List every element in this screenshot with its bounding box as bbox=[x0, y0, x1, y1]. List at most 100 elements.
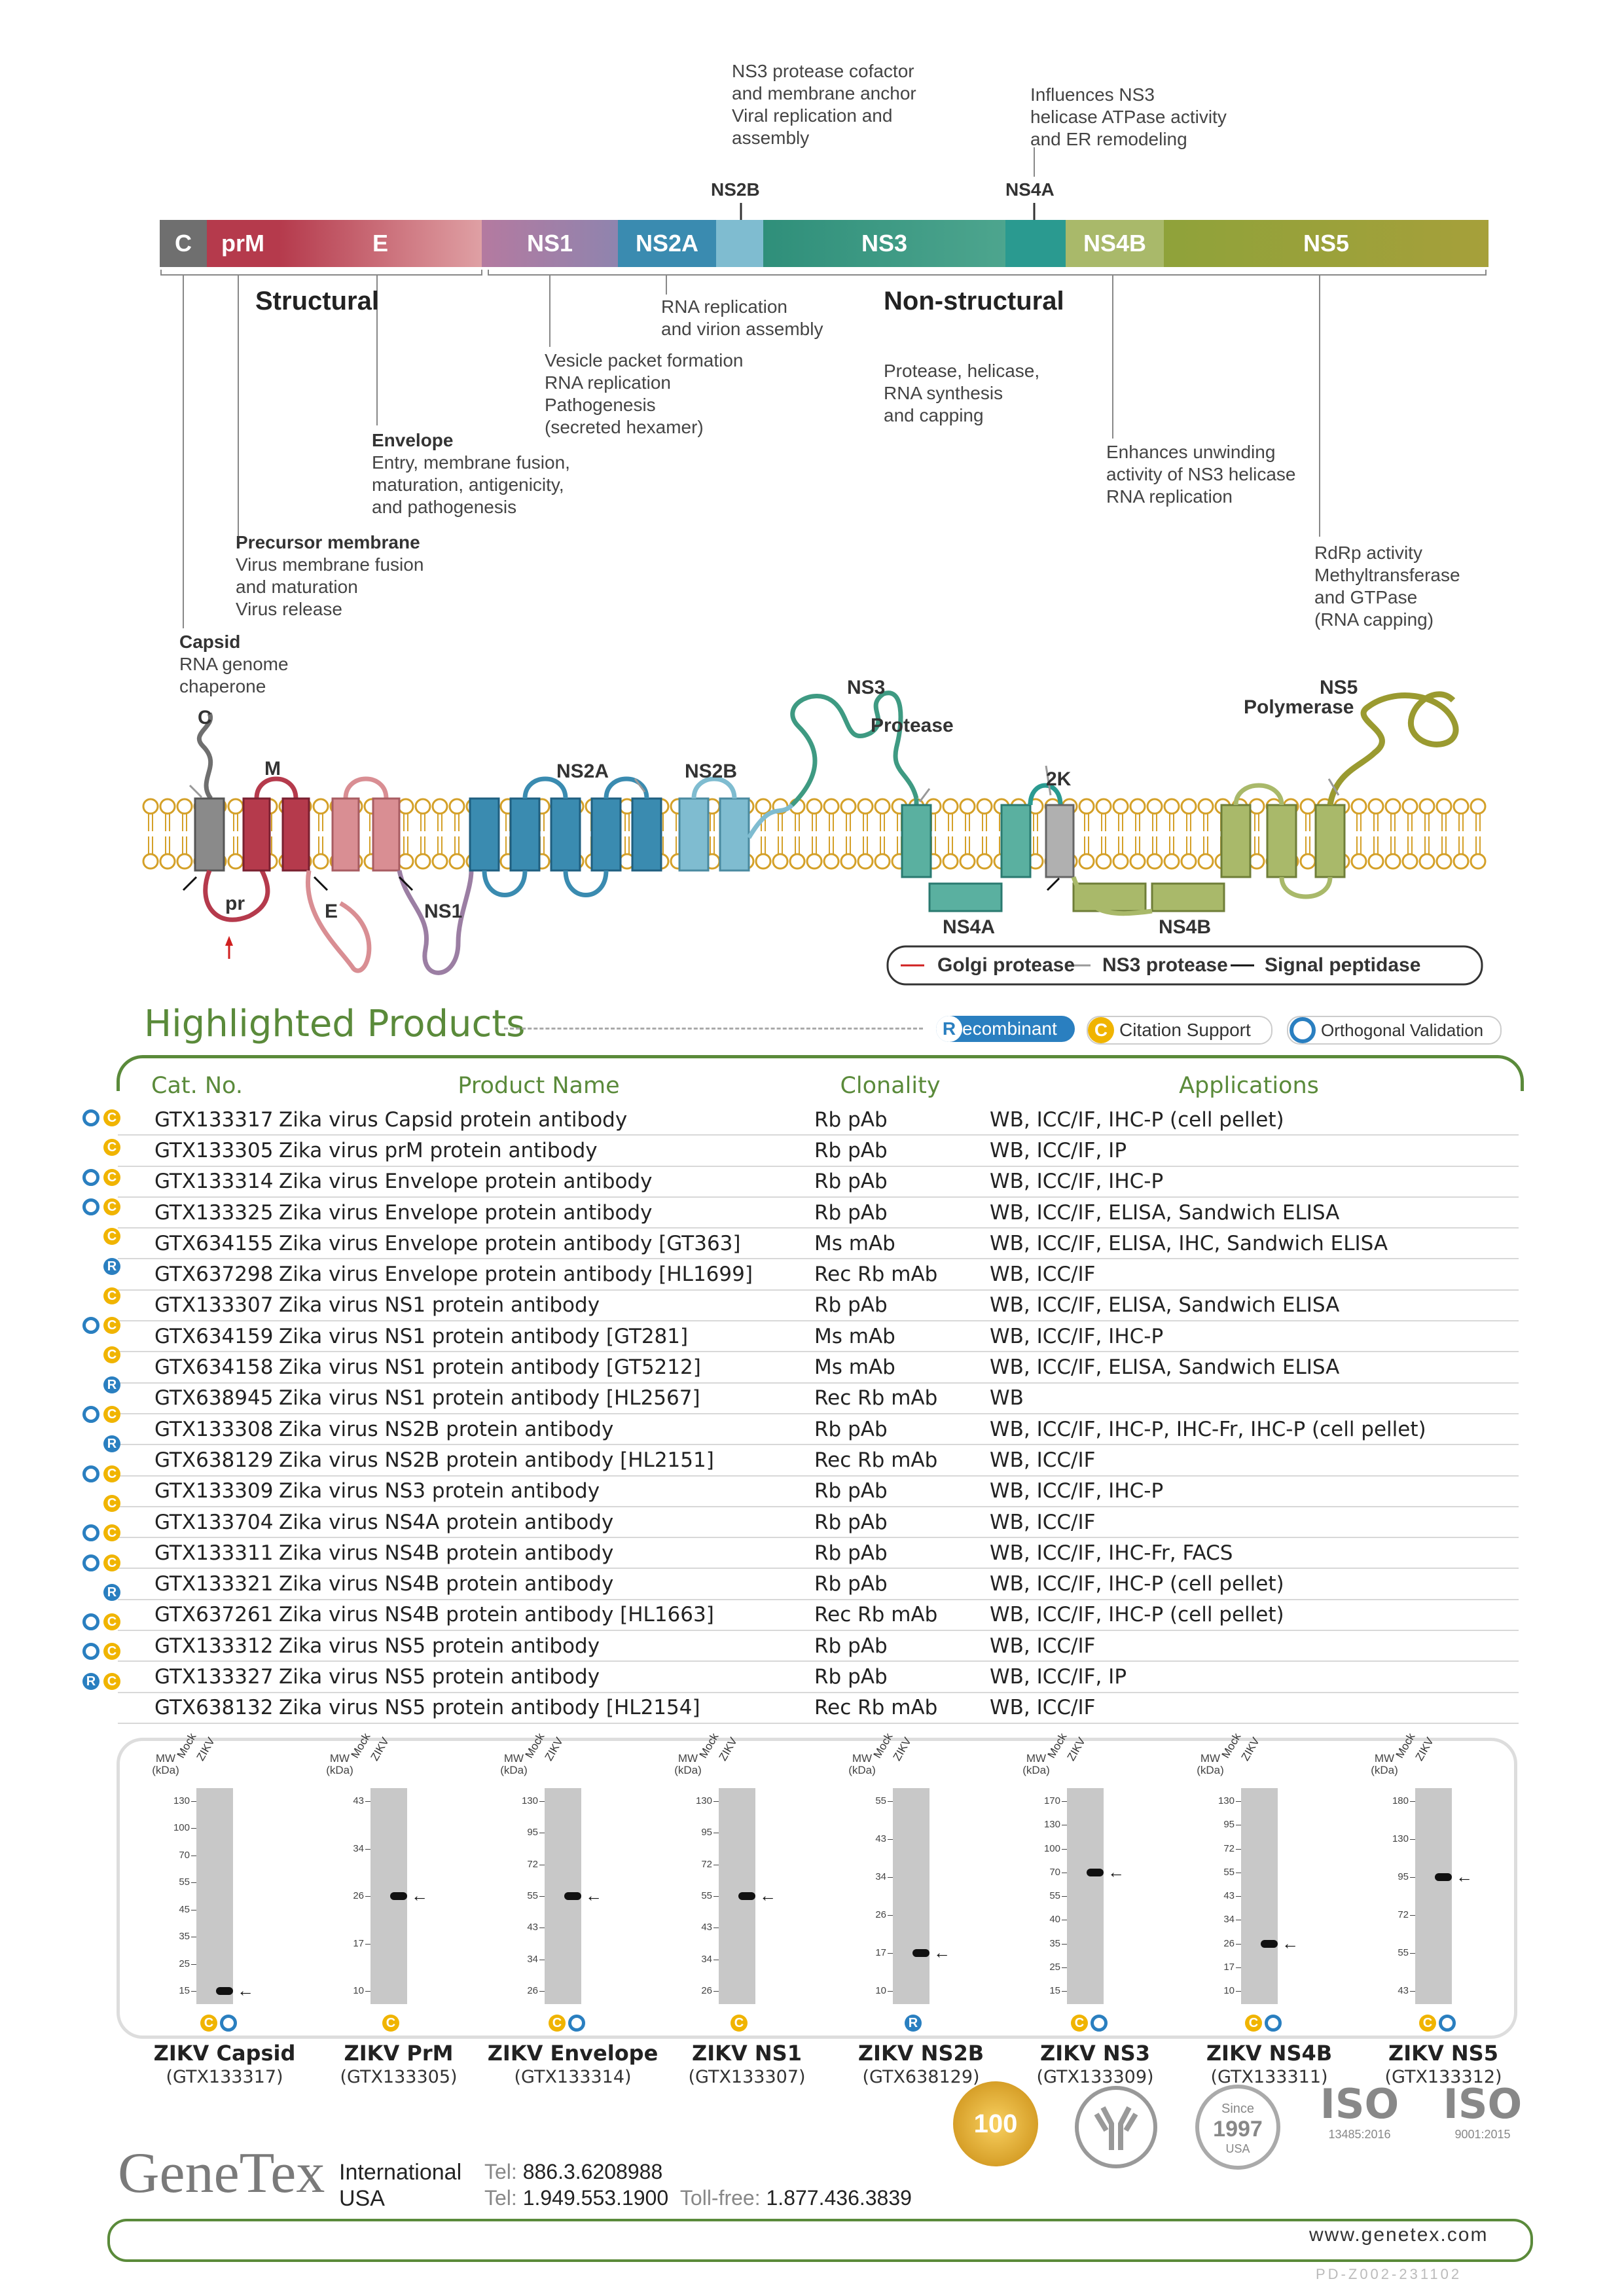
prm-text: Virus membrane fusion and maturation Vir… bbox=[236, 554, 424, 619]
m-label: M bbox=[264, 758, 281, 780]
blot-title: ZIKV NS1 bbox=[692, 2041, 802, 2066]
mw-marker: 26 bbox=[701, 1985, 712, 1996]
marker-tick bbox=[713, 1801, 719, 1802]
band-arrow-icon: ← bbox=[1282, 1933, 1299, 1953]
tollfree-label: Toll-free: bbox=[679, 2186, 761, 2210]
mw-marker: 17 bbox=[1223, 1961, 1235, 1973]
orthogonal-validation-icon bbox=[82, 1613, 99, 1631]
marker-tick bbox=[1410, 1915, 1415, 1916]
blot-title: ZIKV Envelope bbox=[487, 2041, 659, 2066]
document-code: PD-Z002-231102 bbox=[1316, 2266, 1462, 2282]
blot-band bbox=[390, 1892, 407, 1900]
marker-tick bbox=[1062, 1896, 1067, 1897]
ns3-annotation: Protease, helicase, RNA synthesis and ca… bbox=[884, 361, 1040, 425]
product-name-cell: Zika virus NS4B protein antibody bbox=[276, 1568, 801, 1600]
applications-cell: WB, ICC/IF bbox=[979, 1259, 1519, 1291]
mw-marker: 25 bbox=[179, 1958, 190, 1969]
applications-cell: WB, ICC/IF, IHC-P (cell pellet) bbox=[979, 1599, 1519, 1632]
blot-catalog: (GTX133311) bbox=[1210, 2067, 1328, 2087]
2k-label: 2K bbox=[1046, 768, 1072, 790]
marker-tick bbox=[539, 1896, 545, 1897]
mw-marker: 43 bbox=[1223, 1890, 1235, 1901]
mw-marker: 55 bbox=[1049, 1890, 1060, 1901]
mw-marker: 43 bbox=[353, 1795, 364, 1806]
blot-gel bbox=[893, 1788, 929, 2004]
blot-band bbox=[1435, 1873, 1452, 1881]
product-name-cell: Zika virus NS2B protein antibody bbox=[276, 1413, 801, 1446]
marker-tick bbox=[888, 1839, 893, 1840]
band-arrow-icon: ← bbox=[933, 1943, 950, 1962]
mw-marker: 40 bbox=[1049, 1914, 1060, 1926]
applications-cell: WB, ICC/IF, ELISA, Sandwich ELISA bbox=[979, 1196, 1519, 1229]
citation-icon: C bbox=[103, 1613, 120, 1631]
antibody-icon bbox=[1075, 2086, 1157, 2168]
marker-tick bbox=[539, 1801, 545, 1802]
blot-catalog: (GTX133307) bbox=[688, 2067, 806, 2087]
orthogonal-validation-icon bbox=[82, 1109, 99, 1126]
clonality-cell: Rb pAb bbox=[801, 1506, 979, 1539]
product-name-cell: Zika virus NS1 protein antibody [HL2567] bbox=[276, 1382, 801, 1414]
recombinant-icon: R bbox=[905, 2015, 922, 2032]
mw-marker: 55 bbox=[701, 1890, 712, 1901]
marker-tick bbox=[1410, 1801, 1415, 1802]
table-header: Cat. No. Product Name Clonality Applicat… bbox=[118, 1067, 1519, 1105]
cat-cell: GTX133314 bbox=[118, 1166, 276, 1198]
marker-tick bbox=[365, 1991, 370, 1992]
citation-icon: C bbox=[103, 1406, 120, 1423]
cat-cell: GTX133312 bbox=[118, 1630, 276, 1662]
since-usa: USA bbox=[1225, 2142, 1250, 2155]
product-name-cell: Zika virus NS1 protein antibody bbox=[276, 1289, 801, 1322]
envelope-annotation: Envelope Entry, membrane fusion, maturat… bbox=[372, 429, 570, 518]
product-name-cell: Zika virus NS4A protein antibody bbox=[276, 1506, 801, 1539]
clonality-cell: Ms mAb bbox=[801, 1321, 979, 1353]
iso-number: 9001:2015 bbox=[1454, 2128, 1511, 2141]
mw-marker: 130 bbox=[1043, 1819, 1060, 1831]
mw-label: MW (kDa) bbox=[326, 1752, 353, 1776]
c-label: C bbox=[198, 707, 212, 728]
mw-marker: 26 bbox=[875, 1909, 886, 1920]
marker-tick bbox=[1236, 1943, 1241, 1945]
applications-cell: WB, ICC/IF bbox=[979, 1506, 1519, 1539]
product-name-cell: Zika virus Envelope protein antibody bbox=[276, 1196, 801, 1229]
website-link[interactable]: www.genetex.com bbox=[1309, 2224, 1489, 2246]
recombinant-icon: R bbox=[82, 1672, 99, 1690]
ns4b-label: NS4B bbox=[1159, 916, 1212, 938]
iso-number: 13485:2016 bbox=[1328, 2128, 1391, 2141]
mw-marker: 180 bbox=[1392, 1795, 1409, 1806]
polymerase-label: Polymerase bbox=[1244, 696, 1354, 718]
cat-cell: GTX637261 bbox=[118, 1599, 276, 1632]
applications-cell: WB, ICC/IF bbox=[979, 1630, 1519, 1662]
citation-icon: C bbox=[103, 1465, 120, 1482]
legend-golgi: Golgi protease bbox=[937, 954, 1075, 976]
marker-tick bbox=[539, 1991, 545, 1992]
ns5-label: NS5 bbox=[1320, 677, 1358, 698]
blot-title: ZIKV NS2B bbox=[857, 2041, 984, 2066]
cat-cell: GTX634158 bbox=[118, 1352, 276, 1384]
citation-icon: C bbox=[103, 1317, 120, 1335]
mw-marker: 95 bbox=[1223, 1819, 1235, 1831]
blot-gel bbox=[1415, 1788, 1452, 2004]
product-name-cell: Zika virus Envelope protein antibody [HL… bbox=[276, 1259, 801, 1291]
mw-marker: 15 bbox=[1049, 1985, 1060, 1996]
segment-prm: prM bbox=[221, 230, 264, 257]
marker-tick bbox=[1062, 1848, 1067, 1850]
mw-marker: 34 bbox=[1223, 1914, 1235, 1926]
product-name-cell: Zika virus NS3 protein antibody bbox=[276, 1475, 801, 1507]
mw-label: MW (kDa) bbox=[152, 1752, 179, 1776]
marker-tick bbox=[1236, 1801, 1241, 1802]
citation-icon: C bbox=[103, 1168, 120, 1186]
mw-marker: 130 bbox=[695, 1795, 712, 1806]
title-dashes bbox=[504, 1028, 923, 1030]
tel-label: Tel: bbox=[484, 2160, 517, 2183]
marker-tick bbox=[1410, 1991, 1415, 1992]
recombinant-icon: R bbox=[103, 1583, 120, 1601]
clonality-cell: Rec Rb mAb bbox=[801, 1444, 979, 1477]
header-name: Product Name bbox=[458, 1073, 620, 1099]
e-label: E bbox=[325, 901, 338, 922]
cat-cell: GTX133309 bbox=[118, 1475, 276, 1507]
